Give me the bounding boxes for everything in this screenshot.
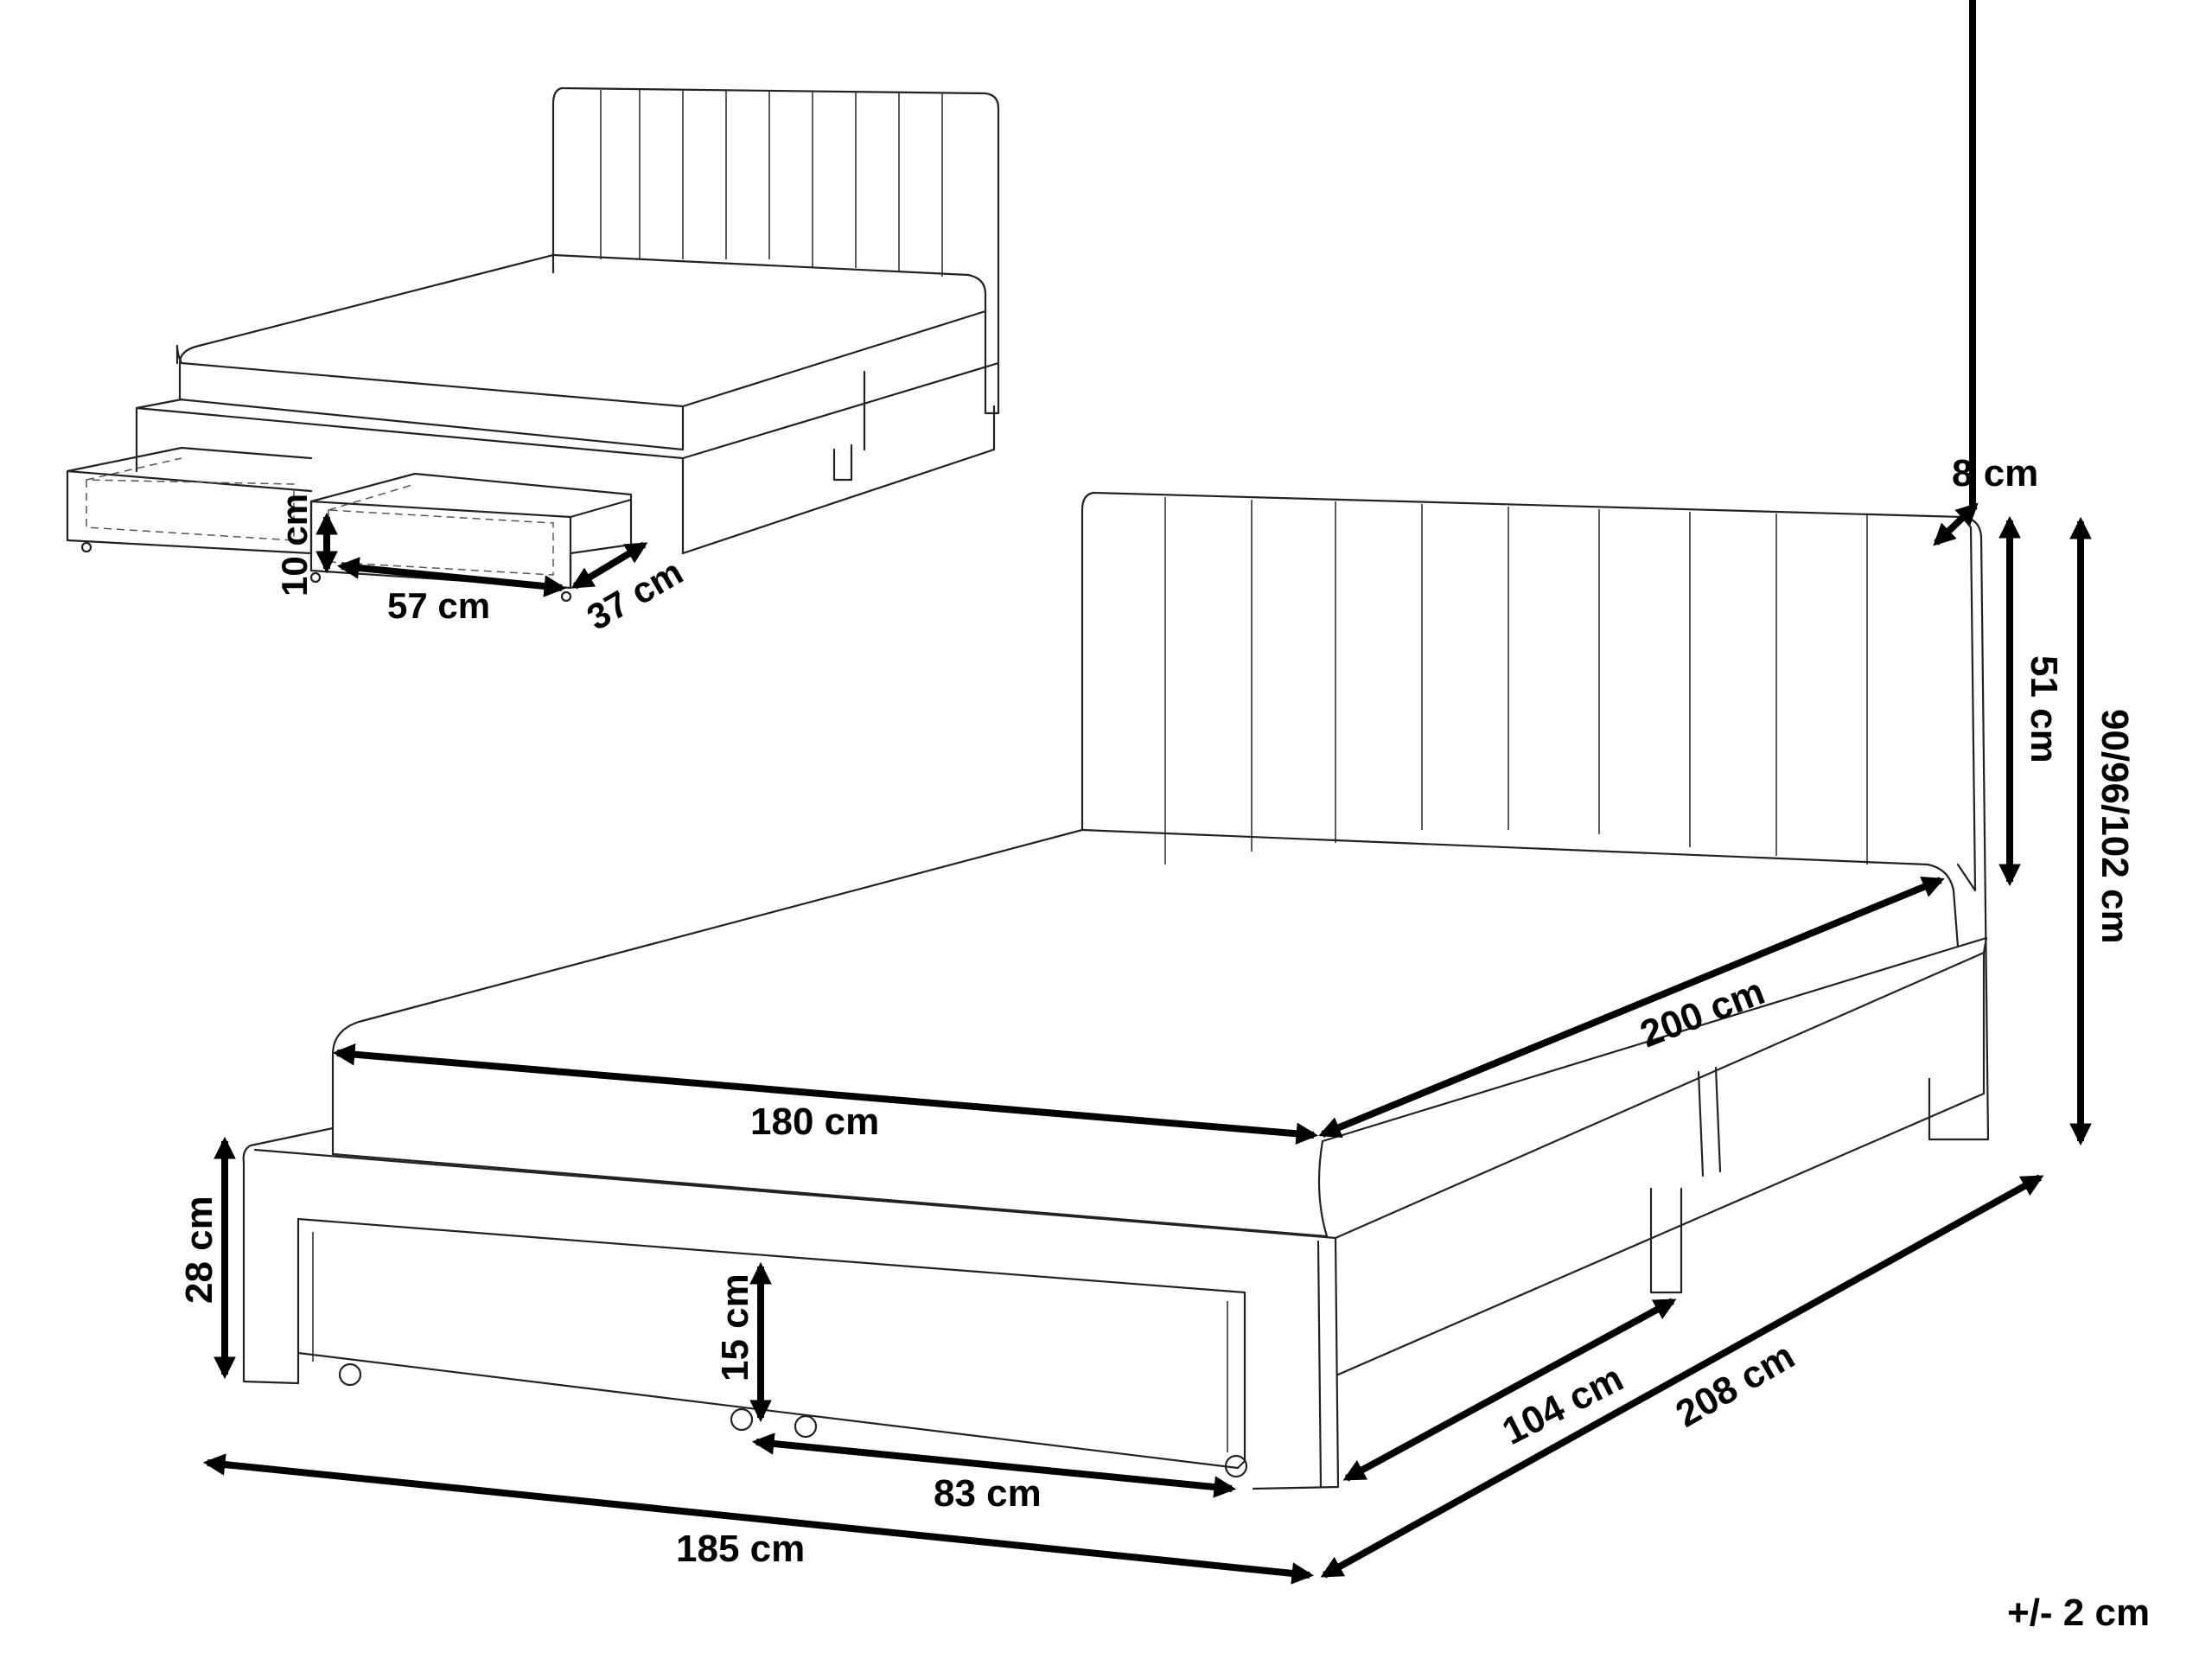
small-drawer-width-label: 57 cm xyxy=(387,585,490,626)
tolerance-note: +/- 2 cm xyxy=(2007,1592,2150,1634)
small-drawer-dimensions: 10 cm 57 cm 37 cm xyxy=(274,494,690,638)
headboard-height-label: 51 cm xyxy=(2023,655,2065,763)
frame-height-label: 28 cm xyxy=(178,1196,220,1304)
headboard-thickness-label: 8 cm xyxy=(1952,452,2038,495)
small-drawer-depth-label: 37 cm xyxy=(580,552,690,638)
drawer-height-label: 15 cm xyxy=(714,1273,756,1381)
large-bed-dimensions: 8 cm 51 cm 90/96/102 cm 200 cm 180 cm 28… xyxy=(178,0,2136,1585)
large-headboard-channels xyxy=(1164,497,1868,865)
small-drawer-height-label: 10 cm xyxy=(274,494,315,597)
small-bed-drawing xyxy=(66,86,1000,603)
mattress-length-label: 200 cm xyxy=(1635,970,1770,1056)
mattress-width-label: 180 cm xyxy=(750,1101,879,1143)
total-width-label: 185 cm xyxy=(676,1528,805,1570)
small-headboard-channels xyxy=(600,90,943,277)
total-height-label: 90/96/102 cm xyxy=(2094,709,2136,944)
drawer-width-label: 83 cm xyxy=(934,1472,1042,1515)
